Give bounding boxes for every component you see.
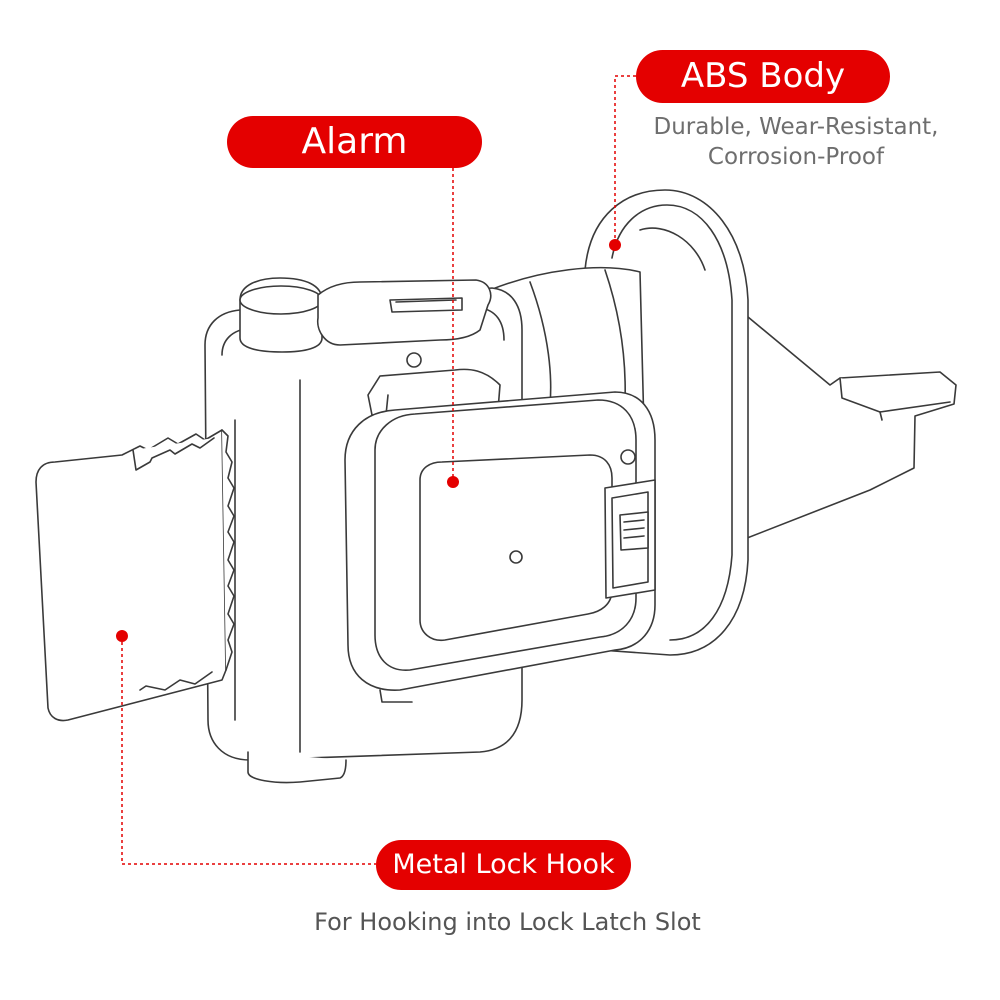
abs-body-description: Durable, Wear-Resistant, Corrosion-Proof — [612, 112, 980, 172]
alarm-module — [344, 368, 656, 691]
abs-body-marker — [609, 239, 621, 251]
alarm-label: Alarm — [227, 116, 482, 168]
metal-lock-hook-label: Metal Lock Hook — [376, 840, 631, 890]
bottom-feet — [247, 689, 413, 784]
housing-screw — [406, 352, 422, 368]
abs-body-description-line-1: Durable, Wear-Resistant, — [653, 114, 939, 140]
abs-body-description-line-2: Corrosion-Proof — [707, 144, 885, 170]
abs-body-label: ABS Body — [636, 50, 890, 103]
side-switch — [604, 479, 656, 599]
top-button — [239, 277, 323, 353]
rear-mounting-tab — [741, 311, 957, 541]
metal-lock-hook-marker — [116, 630, 128, 642]
alarm-marker — [447, 476, 459, 488]
abs-body-leader — [614, 75, 636, 244]
metal-lock-hook-description: For Hooking into Lock Latch Slot — [314, 908, 701, 936]
metal-lock-hook-leader — [121, 636, 376, 865]
metal-hook-plate — [35, 429, 235, 722]
top-slot — [316, 279, 492, 346]
